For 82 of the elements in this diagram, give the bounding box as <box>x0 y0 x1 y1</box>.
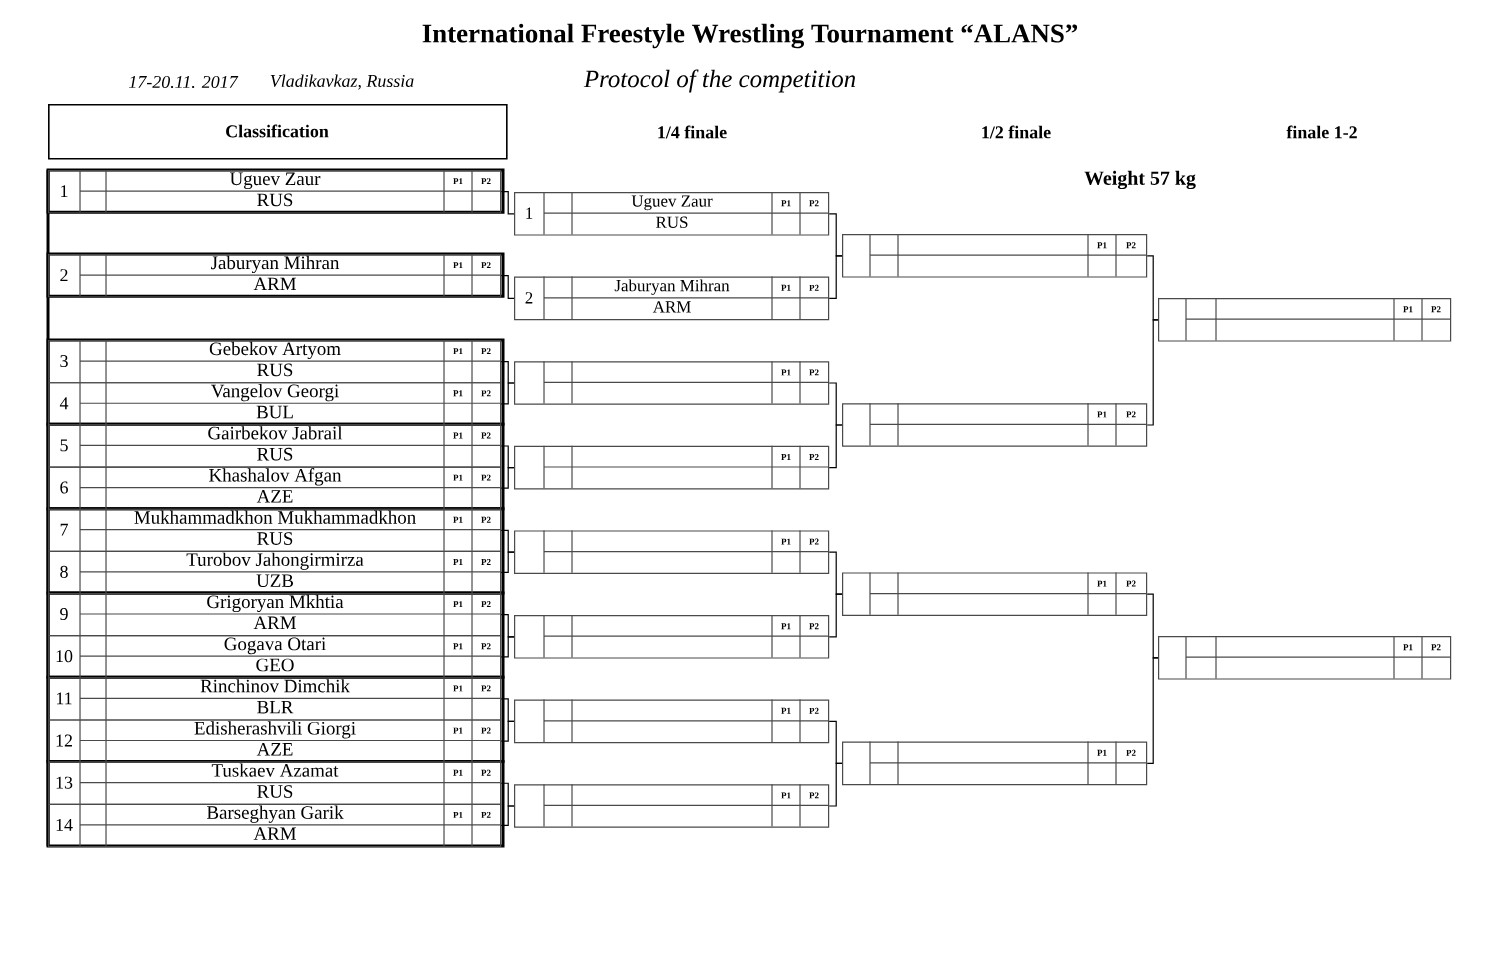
country-code: AZE <box>256 743 293 756</box>
seed-number: 3 <box>60 355 68 368</box>
wrestler-name: Gogava Otari <box>224 637 326 655</box>
country-code: BUL <box>256 405 293 419</box>
country-code: ARM <box>253 616 296 629</box>
country-code: GEO <box>256 658 294 672</box>
bracket-line <box>828 255 843 299</box>
wrestler-name: Gebekov Artyom <box>209 341 341 360</box>
bracket-line <box>500 382 515 405</box>
bracket-line <box>500 445 515 469</box>
bracket-line <box>500 191 515 215</box>
wrestler-name: Edisherashvili Giorgi <box>194 721 356 739</box>
title: International Freestyle Wrestling Tournament “ALANS” <box>422 23 1078 49</box>
bracket-line <box>1146 319 1159 426</box>
column-heading: 1/4 finale <box>658 125 727 139</box>
country-code: UZB <box>256 574 294 588</box>
wrestler-name: Uguev Zaur <box>229 172 321 190</box>
seed-number: 7 <box>60 523 68 536</box>
wrestler-name: Tuskaev Azamat <box>211 763 339 777</box>
seed-number: 10 <box>56 650 73 663</box>
wrestler-name: Grigoryan Mkhtia <box>207 594 344 613</box>
seed-number: 12 <box>56 734 72 747</box>
bracket-line <box>828 551 843 595</box>
bracket-line <box>500 720 515 742</box>
seed-number: 1 <box>526 207 533 219</box>
column-heading: 1/2 finale <box>982 125 1051 139</box>
seed-number: 13 <box>56 776 73 789</box>
wrestler-name: Mukhammadkhon Mukhammadkhon <box>134 510 416 524</box>
bracket-line <box>500 698 515 722</box>
seed-number: 5 <box>60 439 68 452</box>
seed-number: 8 <box>60 565 68 578</box>
seed-number: 11 <box>56 692 72 705</box>
country-code: RUS <box>656 216 688 228</box>
bracket-line <box>828 382 843 426</box>
bracket-line <box>828 762 843 807</box>
bracket-line <box>500 361 515 384</box>
wrestler-name: Jaburyan Mihran <box>211 255 340 274</box>
country-code: ARM <box>253 277 296 291</box>
country-code: RUS <box>257 447 293 461</box>
wrestler-name: Khashalov Afgan <box>209 468 342 486</box>
bracket-line <box>500 782 515 807</box>
wrestler-name: Jaburyan Mihran <box>614 279 730 295</box>
country-code: ARM <box>253 827 296 840</box>
seed-number: 2 <box>525 292 533 304</box>
table-heading: Classification <box>226 124 329 138</box>
bracket-line <box>1146 593 1159 659</box>
wrestler-name: Barseghyan Garik <box>206 805 344 823</box>
seed-number: 14 <box>56 818 73 831</box>
country-code: ARM <box>652 301 691 313</box>
bracket-line <box>500 467 515 489</box>
subtitle: Protocol of the competition <box>583 69 856 93</box>
bracket-line <box>828 213 843 257</box>
country-code: RUS <box>257 532 293 545</box>
seed-number: 1 <box>61 185 68 197</box>
seed-number: 4 <box>59 397 69 410</box>
bracket-line <box>500 551 515 574</box>
weight-class-label: Weight 57 kg <box>1084 170 1196 190</box>
bracket-line <box>1146 255 1159 321</box>
bracket-line <box>828 424 843 469</box>
seed-number: 9 <box>60 608 68 621</box>
country-code: RUS <box>257 363 293 377</box>
bracket-line <box>500 805 515 826</box>
wrestler-name: Uguev Zaur <box>631 195 713 211</box>
bracket-line <box>500 636 515 658</box>
country-code: AZE <box>256 490 293 503</box>
bracket-line <box>500 614 515 638</box>
wrestler-name: Turobov Jahongirmirza <box>186 552 364 570</box>
date-text: 17-20.11. 2017 <box>129 75 239 89</box>
bracket-line <box>500 529 515 553</box>
wrestler-name: Rinchinov Dimchik <box>200 679 350 693</box>
seed-number: 2 <box>60 269 68 281</box>
bracket-line <box>828 593 843 638</box>
seed-number: 6 <box>60 481 68 494</box>
wrestler-name: Vangelov Georgi <box>211 384 339 402</box>
bracket-line <box>500 275 515 299</box>
column-heading: finale 1-2 <box>1286 125 1357 139</box>
country-code: RUS <box>257 193 293 207</box>
bracket-line <box>1146 657 1159 764</box>
wrestler-name: Gairbekov Jabrail <box>208 426 343 440</box>
bracket-line <box>828 720 843 764</box>
country-code: RUS <box>257 785 293 798</box>
country-code: BLR <box>257 700 294 714</box>
